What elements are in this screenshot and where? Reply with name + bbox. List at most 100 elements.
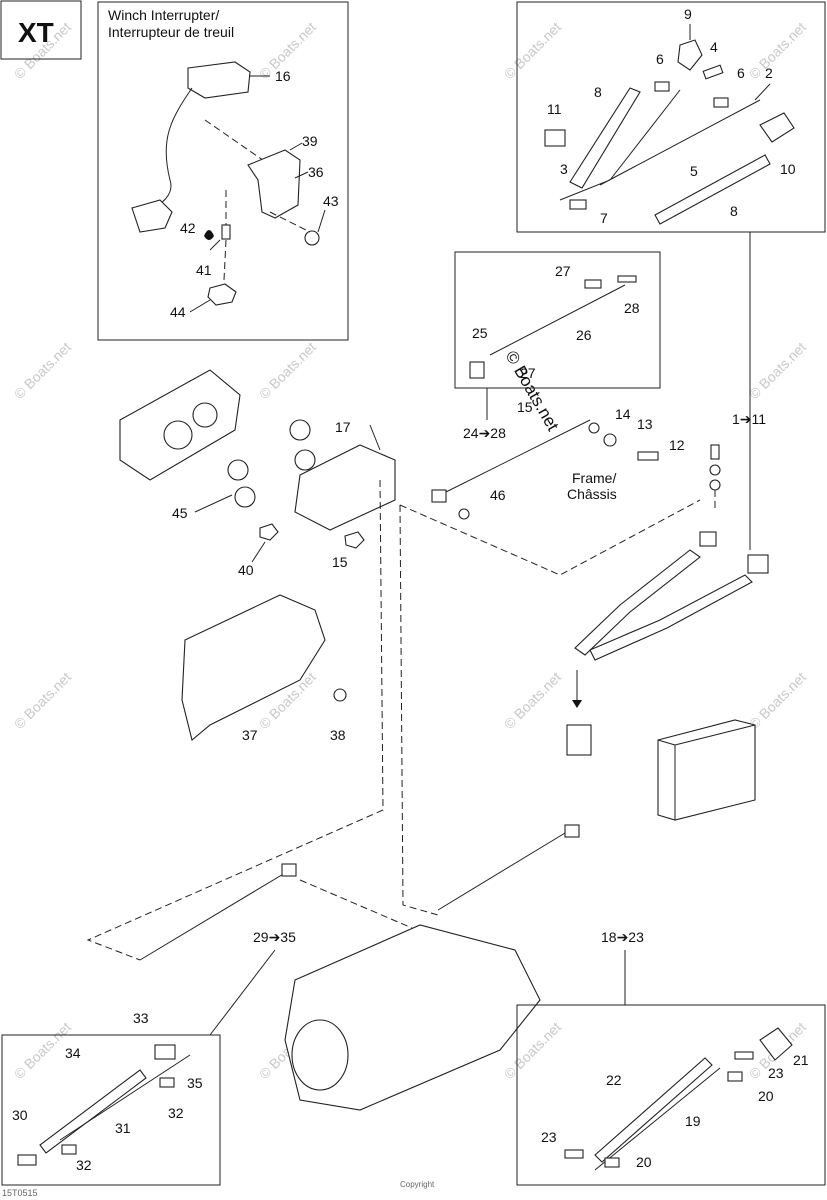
watermark-11: © Boats.net xyxy=(746,669,809,732)
solenoid-17 xyxy=(294,444,396,531)
cable-end xyxy=(699,531,717,547)
terminal-23a xyxy=(734,1051,754,1060)
callout-32a: 32 xyxy=(168,1105,184,1121)
winch-interrupter-box xyxy=(97,1,349,341)
watermark-3: © Boats.net xyxy=(501,19,564,82)
callout-16: 16 xyxy=(275,68,291,84)
cable-31 xyxy=(59,1054,191,1141)
terminal-23b xyxy=(564,1149,584,1159)
callout-8b: 8 xyxy=(730,203,738,219)
callout-25: 25 xyxy=(472,325,488,341)
battery xyxy=(657,719,756,821)
rod-lug xyxy=(431,489,447,503)
callout-44: 44 xyxy=(170,304,186,320)
callout-11: 11 xyxy=(547,101,562,117)
model-tag-box xyxy=(0,0,82,60)
boot-33 xyxy=(154,1044,176,1060)
cap-11 xyxy=(544,129,566,147)
callout-15b: 15 xyxy=(332,554,348,570)
callout-2: 2 xyxy=(765,65,773,81)
conduit-8a xyxy=(569,87,641,189)
cable-kit-25-28: 27 28 26 25 27 xyxy=(454,251,661,389)
terminal-28 xyxy=(617,275,637,283)
cable-18-23 xyxy=(437,829,571,911)
callout-36: 36 xyxy=(308,164,324,180)
winch-drum xyxy=(291,1019,349,1091)
cable-boot xyxy=(747,554,769,574)
nut-15b xyxy=(344,531,365,549)
terminal-4 xyxy=(702,64,724,80)
callout-33: 33 xyxy=(133,1010,149,1026)
callout-29-35: 29➔35 xyxy=(253,929,296,945)
callout-30: 30 xyxy=(12,1107,28,1123)
bracket-part xyxy=(247,149,301,219)
diagram-code: 15T0515 xyxy=(2,1188,38,1198)
callout-13: 13 xyxy=(637,416,653,432)
callout-10: 10 xyxy=(780,161,796,177)
sleeve-6b xyxy=(713,97,729,108)
callout-17: 17 xyxy=(335,419,351,435)
screw-41 xyxy=(221,224,231,240)
callout-28: 28 xyxy=(624,300,640,316)
cable-assembly-a xyxy=(574,549,701,656)
cable-kit-19-23: 21 22 23 20 19 23 20 xyxy=(516,1004,826,1186)
cable-kit-box xyxy=(516,1,826,233)
callout-21: 21 xyxy=(793,1052,809,1068)
cable-kit-19-23-box xyxy=(516,1004,826,1186)
callout-8a: 8 xyxy=(594,84,602,100)
bolt-43 xyxy=(304,230,320,246)
washer-45b xyxy=(234,486,256,508)
callout-18-23: 18➔23 xyxy=(601,929,644,945)
callout-46: 46 xyxy=(490,487,506,503)
sleeve-7 xyxy=(569,199,587,210)
grommet-38 xyxy=(333,688,347,702)
callout-41: 41 xyxy=(196,262,212,278)
callout-6b: 6 xyxy=(737,65,745,81)
watermark-center: © Boats.net xyxy=(502,348,563,435)
cable-29-35 xyxy=(139,869,291,961)
callout-1-11: 1➔11 xyxy=(732,411,766,427)
callout-42: 42 xyxy=(180,220,196,236)
callout-3: 3 xyxy=(560,161,568,177)
washer-13 xyxy=(603,433,617,447)
watermark-8: © Boats.net xyxy=(11,669,74,732)
callout-15a: 15 xyxy=(517,399,533,415)
boot-21 xyxy=(759,1027,793,1061)
conduit-8b xyxy=(654,154,771,225)
bolt-right xyxy=(710,444,720,460)
frame-label-fr: Châssis xyxy=(567,486,617,502)
nut-44 xyxy=(207,283,237,306)
cable-kit-30-35: 33 34 35 31 32 30 32 xyxy=(1,1010,221,1186)
cable-assembly-b xyxy=(589,574,753,661)
guide-c xyxy=(399,499,701,576)
callout-4: 4 xyxy=(710,39,718,55)
callout-23a: 23 xyxy=(768,1065,784,1081)
callout-35: 35 xyxy=(187,1075,203,1091)
solenoid-assembly: 17 45 40 15 xyxy=(119,369,396,578)
sleeve-27a xyxy=(584,279,602,289)
watermark-7: © Boats.net xyxy=(746,339,809,402)
cable-5 xyxy=(559,89,761,201)
callout-27a: 27 xyxy=(555,263,571,279)
switch-wire xyxy=(149,87,193,211)
boot-10 xyxy=(759,112,795,143)
callout-22: 22 xyxy=(606,1072,622,1088)
cable-kit-30-35-box xyxy=(1,1034,221,1186)
frame-label-en: Frame/ xyxy=(572,470,616,486)
guide-a xyxy=(86,479,384,961)
drop-icon xyxy=(204,230,214,240)
washer-45a xyxy=(227,459,249,481)
callout-5: 5 xyxy=(690,163,698,179)
washer-45c xyxy=(289,419,311,441)
switch-connector xyxy=(131,199,173,233)
callout-20b: 20 xyxy=(636,1154,652,1170)
watermark-5: © Boats.net xyxy=(11,339,74,402)
callout-19: 19 xyxy=(685,1113,701,1129)
callout-20a: 20 xyxy=(758,1088,774,1104)
winch-interrupter-group: Winch Interrupter/ Interrupteur de treui… xyxy=(97,1,349,341)
lug-30 xyxy=(17,1154,37,1166)
callout-38: 38 xyxy=(330,727,346,743)
conduit-22 xyxy=(594,1057,713,1163)
callout-34: 34 xyxy=(65,1045,81,1061)
